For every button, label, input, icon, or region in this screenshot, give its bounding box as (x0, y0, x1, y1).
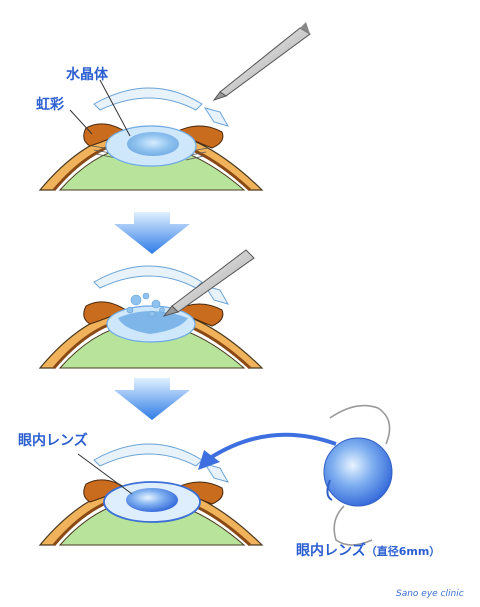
label-intraocular-lens: 眼内レンズ (18, 433, 88, 449)
label-intraocular-lens-size: 眼内レンズ（直径6mm） (296, 540, 440, 560)
intraocular-lens-illustration (323, 404, 393, 546)
down-arrow-icon (114, 212, 190, 254)
panel-2-eye (38, 265, 264, 370)
pen-probe-icon (162, 249, 255, 317)
credit-text: Sano eye clinic (396, 589, 464, 599)
down-arrow-icon (114, 378, 190, 420)
label-size-note: （直径6mm） (365, 545, 441, 558)
pen-probe-icon (212, 22, 311, 101)
label-intraocular-lens-text: 眼内レンズ (296, 543, 366, 559)
curved-arrow-icon (198, 432, 337, 470)
panel-3-eye (38, 443, 264, 547)
panel-1-eye (38, 79, 264, 192)
label-crystalline-lens: 水晶体 (66, 67, 108, 83)
label-iris: 虹彩 (36, 97, 64, 113)
